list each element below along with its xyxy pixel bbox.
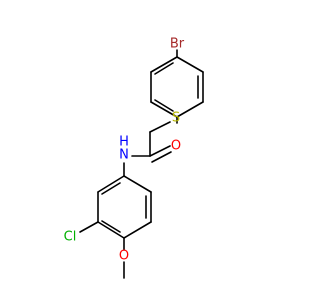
bond-c10-c11 xyxy=(97,221,125,239)
atom-bromine: Br xyxy=(170,37,185,52)
atom-labels: Br S N H O Cl O xyxy=(64,37,185,264)
atom-sulfur: S xyxy=(172,111,180,126)
bond-c4-c5 xyxy=(150,101,178,118)
atom-nitrogen: N xyxy=(119,148,129,163)
bond-inner-6 xyxy=(101,182,121,195)
bond-inner-5 xyxy=(101,220,121,233)
atom-methoxy-oxygen: O xyxy=(119,249,129,264)
bond-c7-c8 xyxy=(123,175,152,193)
bond-c11-cl xyxy=(79,221,99,233)
bond-c6-c1 xyxy=(150,56,178,73)
bond-c12-c7 xyxy=(97,175,125,193)
bonds xyxy=(79,49,204,279)
bond-c9-c10 xyxy=(123,221,152,239)
bond-c1-c2 xyxy=(176,56,204,73)
atom-chlorine: Cl xyxy=(64,230,77,245)
atom-carbonyl-oxygen: O xyxy=(171,139,181,154)
bond-inner-2 xyxy=(154,99,174,112)
bond-c3-c4 xyxy=(176,101,204,118)
molecule-structure: Br S N H O Cl O xyxy=(64,37,204,279)
atom-nitrogen-hydrogen: H xyxy=(119,135,129,150)
bond-co-o-1 xyxy=(149,145,171,157)
bond-s-ch2 xyxy=(149,121,171,133)
bond-co-o-2 xyxy=(151,151,172,163)
bond-inner-3 xyxy=(154,62,174,75)
